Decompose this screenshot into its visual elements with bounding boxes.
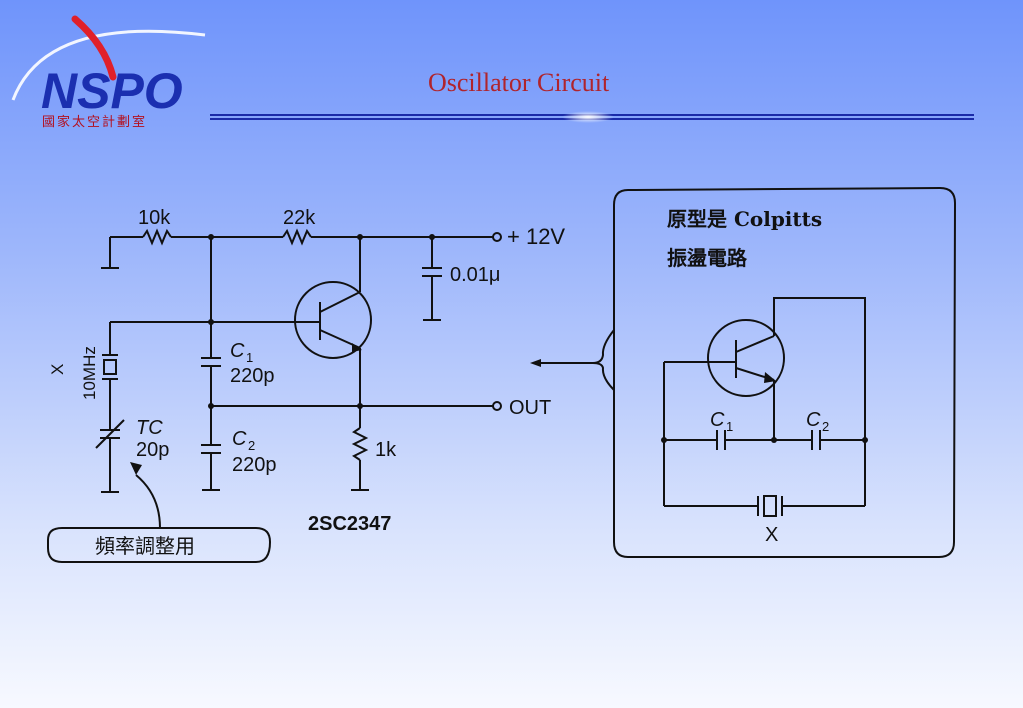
nspo-logo: NSPO xyxy=(5,5,210,135)
c1-subscript: 1 xyxy=(246,350,253,365)
logo-wordmark: NSPO xyxy=(41,63,183,119)
inset-c1-label: C xyxy=(710,409,725,431)
inset-c2-subscript: 2 xyxy=(822,419,829,434)
callout-text: 頻率調整用 xyxy=(95,534,195,558)
c2-value: 220p xyxy=(232,454,277,476)
bypass-cap-label: 0.01μ xyxy=(450,264,500,286)
r2-label: 22k xyxy=(283,207,316,229)
c1-value: 220p xyxy=(230,365,275,387)
page-title: Oscillator Circuit xyxy=(428,68,610,97)
logo-subtitle: 國家太空計劃室 xyxy=(42,115,148,130)
crystal-label: X xyxy=(48,364,67,375)
out-label: OUT xyxy=(509,397,551,419)
emitter-resistor-label: 1k xyxy=(375,439,397,461)
tc-value: 20p xyxy=(136,439,169,461)
c2-label: C xyxy=(232,428,247,450)
r1-label: 10k xyxy=(138,207,171,229)
tc-label: TC xyxy=(136,417,163,439)
inset-c2-label: C xyxy=(806,409,821,431)
c1-label: C xyxy=(230,340,245,362)
crystal-frequency-label: 10MHz xyxy=(80,346,99,400)
inset-note-line1: 原型是 Colpitts xyxy=(667,207,822,231)
c2-subscript: 2 xyxy=(248,438,255,453)
inset-c1-subscript: 1 xyxy=(726,419,733,434)
header-rule xyxy=(210,111,974,123)
inset-note-line2: 振盪電路 xyxy=(667,246,748,270)
inset-crystal-label: X xyxy=(765,524,778,546)
transistor-label: 2SC2347 xyxy=(308,513,391,535)
supply-label: + 12V xyxy=(507,224,565,249)
